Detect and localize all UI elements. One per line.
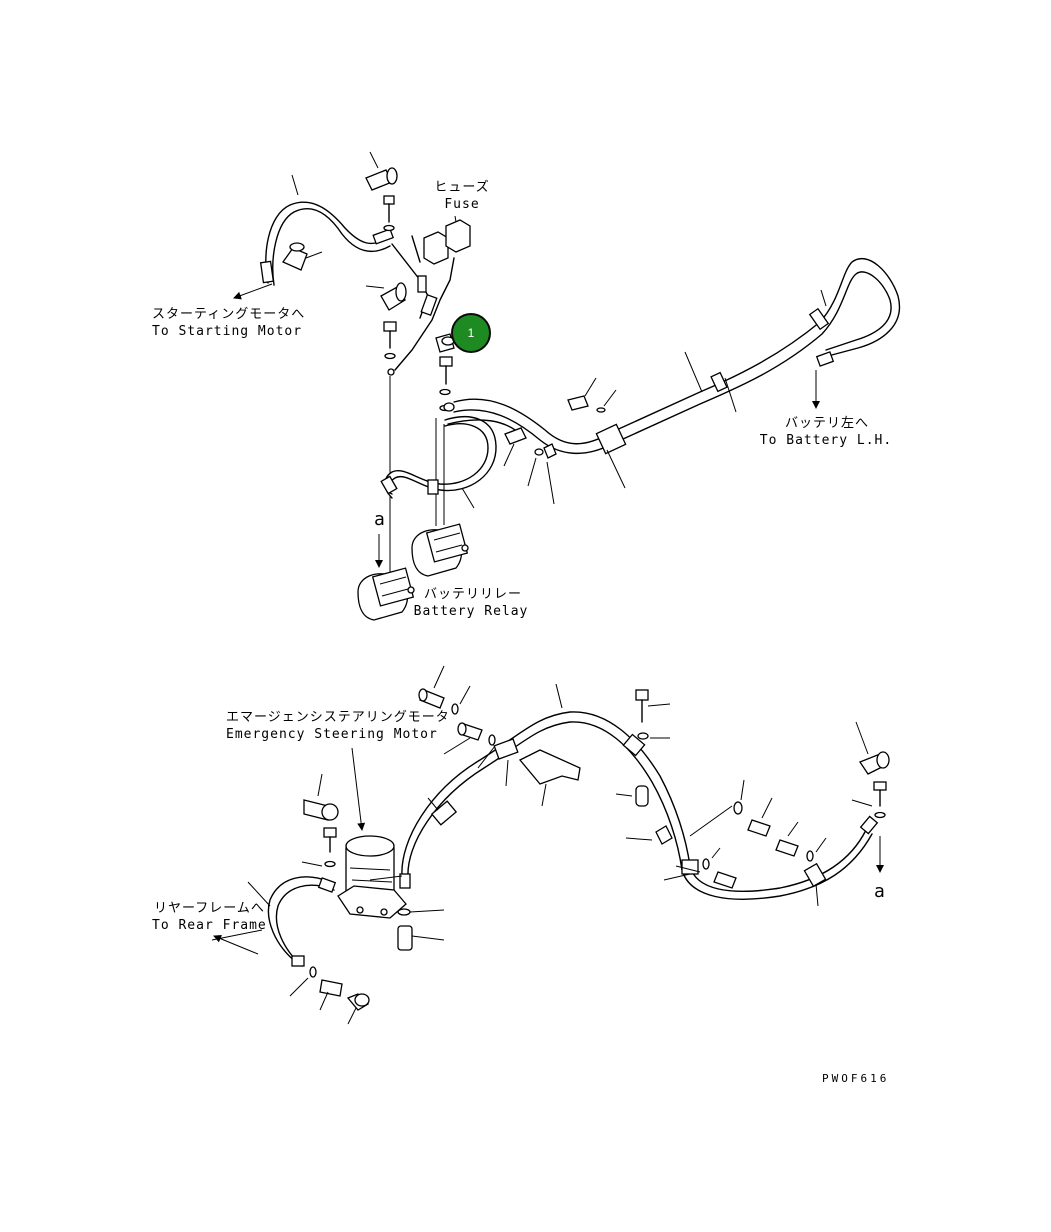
emergency-motor-label-jp: エマージェンシステアリングモータ: [226, 710, 450, 725]
drawing-code: PWOF616: [822, 1072, 890, 1085]
bracket: [518, 749, 581, 807]
emergency-motor-label-en: Emergency Steering Motor: [226, 727, 438, 742]
fuse-block: [391, 215, 471, 371]
rear-frame-cable: [211, 876, 337, 967]
battery-relay-hardware: [365, 282, 455, 412]
lower-hardware-right: [615, 689, 890, 889]
guide-lines: [389, 376, 445, 572]
motor-hardware: [301, 773, 339, 868]
battery-lh-cable: [443, 257, 901, 489]
rear-frame-label-jp: リヤーフレームへ: [154, 901, 265, 916]
battery-relay-label-jp: バッテリリレー: [423, 587, 522, 602]
starting-motor-cable: [259, 174, 395, 286]
part-callout-1[interactable]: 1: [451, 313, 491, 353]
battery-relay-1: [411, 523, 469, 577]
callout-number: 1: [467, 326, 475, 340]
boot-cap-1: [282, 242, 323, 271]
relay-jumper-cable: [380, 416, 497, 509]
battery-relay-2: [357, 567, 415, 621]
ref-a-bottom: a: [874, 881, 886, 902]
starting-motor-arrow: [233, 283, 273, 300]
relay-to-battery-cable: [447, 377, 617, 505]
starting-motor-label-jp: スターティングモータへ: [152, 307, 306, 322]
battery-lh-label-jp: バッテリ左へ: [784, 416, 869, 431]
bolt-top: [365, 151, 398, 232]
emergency-steering-motor: [337, 747, 407, 919]
rear-frame-label-en: To Rear Frame: [152, 918, 267, 933]
starting-motor-label-en: To Starting Motor: [152, 324, 303, 339]
battery-lh-label-en: To Battery L.H.: [759, 433, 893, 448]
fuse-label-en: Fuse: [444, 197, 480, 212]
bottom-hardware: [289, 908, 445, 1025]
emergency-motor-cable: [399, 683, 879, 907]
battery-relay-label-en: Battery Relay: [413, 604, 529, 619]
ref-a-top: a: [374, 509, 386, 530]
fuse-label-jp: ヒューズ: [434, 180, 490, 195]
lower-hardware-left: [418, 665, 496, 769]
